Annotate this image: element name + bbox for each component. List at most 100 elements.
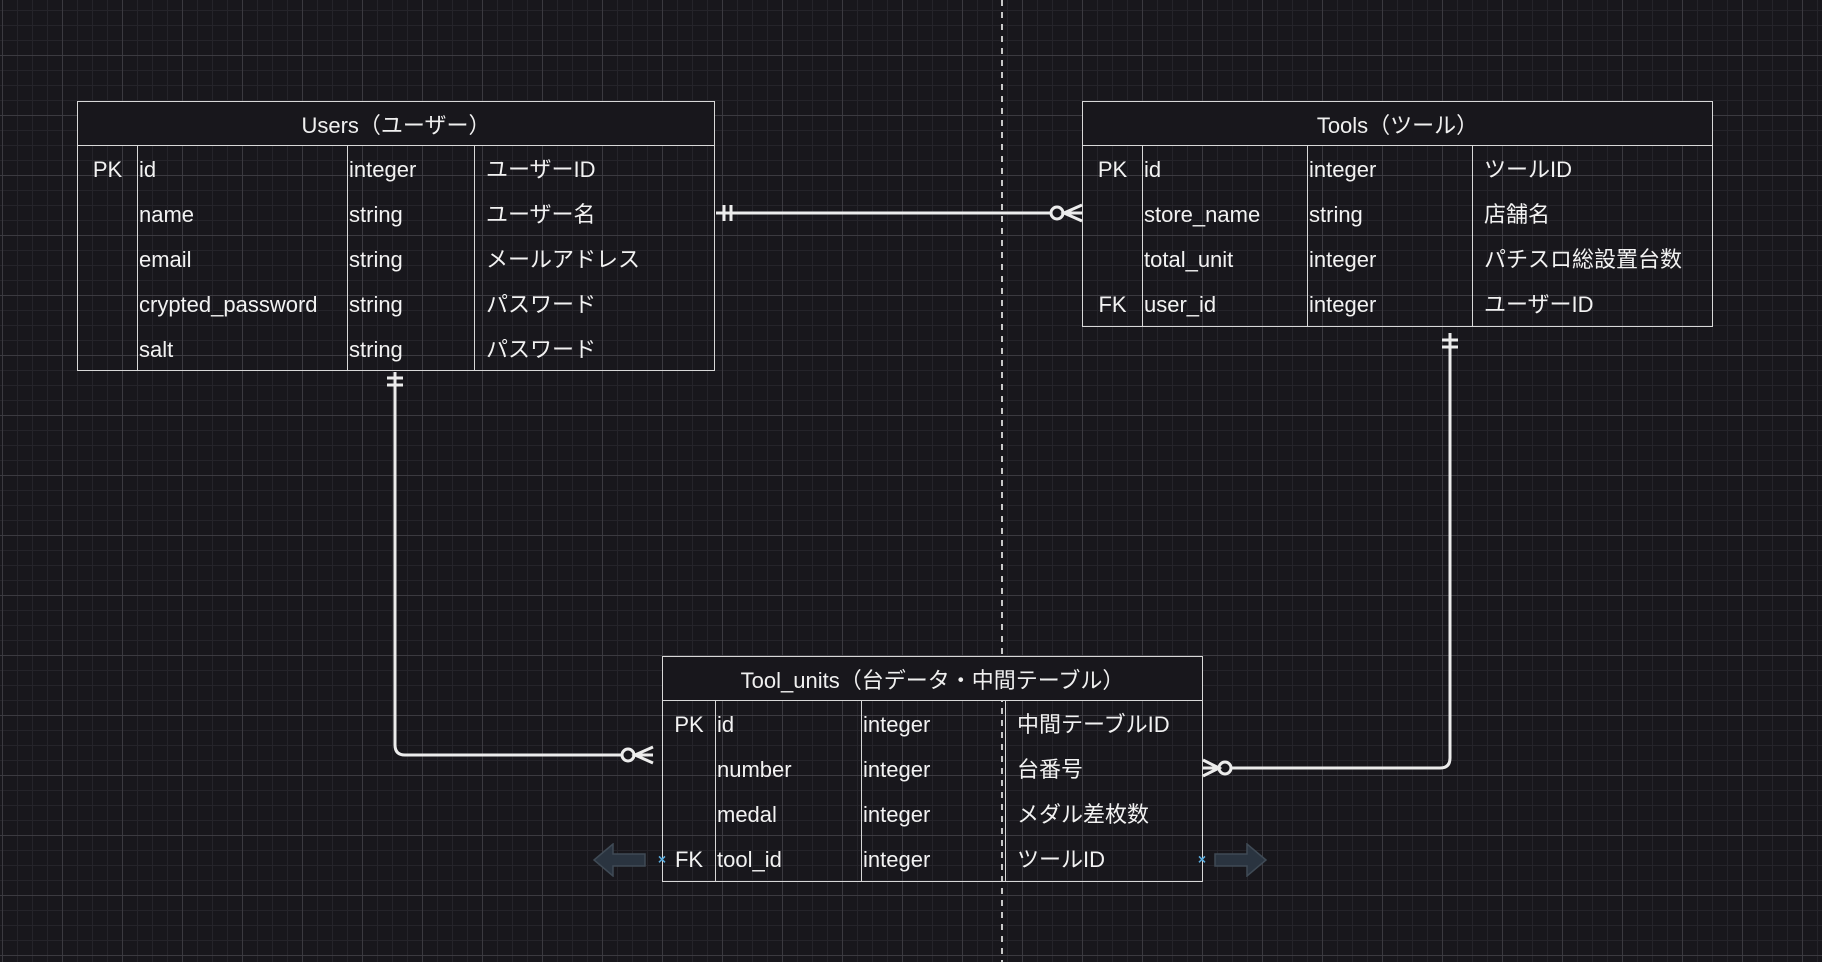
- arrow-left-icon[interactable]: [593, 843, 647, 877]
- entity-tool-units[interactable]: Tool_units（台データ・中間テーブル） PK id integer 中間テーブ…: [662, 656, 1203, 882]
- field-desc: ツールID: [1484, 157, 1573, 182]
- column-divider: [1142, 146, 1143, 326]
- field-desc: パスワード: [486, 292, 597, 317]
- table-row[interactable]: medal integer メダル差枚数: [663, 792, 1202, 837]
- crows-foot-many: [1060, 203, 1083, 223]
- field-desc: ユーザーID: [1484, 292, 1594, 317]
- field-name: user_id: [1144, 292, 1217, 317]
- field-desc: メダル差枚数: [1017, 802, 1150, 827]
- field-type: integer: [1309, 247, 1377, 272]
- field-desc: ユーザーID: [486, 157, 596, 182]
- field-key: PK: [92, 157, 123, 182]
- field-type: string: [349, 202, 403, 227]
- field-name: salt: [139, 337, 174, 362]
- field-key: FK: [1098, 292, 1127, 317]
- zero-optional-circle: [620, 747, 636, 763]
- table-row[interactable]: crypted_password string パスワード: [78, 282, 714, 327]
- field-name: id: [1144, 157, 1162, 182]
- field-name: id: [139, 157, 157, 182]
- table-row[interactable]: salt string パスワード: [78, 327, 714, 372]
- field-desc: パチスロ総設置台数: [1484, 247, 1683, 272]
- entity-users[interactable]: Users（ユーザー） PK id integer ユーザーID name string ユ…: [77, 101, 715, 371]
- table-row[interactable]: FK user_id integer ユーザーID: [1083, 282, 1712, 327]
- column-divider: [137, 146, 138, 370]
- x-marker-icon[interactable]: ×: [657, 851, 667, 867]
- field-type: integer: [863, 802, 931, 827]
- field-desc: 中間テーブルID: [1017, 712, 1170, 737]
- entity-users-body: PK id integer ユーザーID name string ユーザー名 email str…: [78, 146, 714, 370]
- field-name: name: [139, 202, 195, 227]
- field-desc: 店舗名: [1484, 202, 1551, 227]
- field-name: id: [717, 712, 735, 737]
- crows-foot-many: [631, 745, 654, 765]
- field-key: [663, 792, 715, 837]
- field-type: integer: [863, 757, 931, 782]
- field-key: [78, 192, 137, 237]
- crows-foot-many: [1202, 758, 1223, 778]
- field-type: integer: [863, 712, 931, 737]
- column-divider: [1472, 146, 1473, 326]
- field-name: medal: [717, 802, 777, 827]
- entity-tools-title: Tools（ツール）: [1083, 102, 1712, 146]
- column-divider: [474, 146, 475, 370]
- column-divider: [1005, 701, 1006, 881]
- field-key: [78, 282, 137, 327]
- column-divider: [861, 701, 862, 881]
- entity-tool-units-title: Tool_units（台データ・中間テーブル）: [663, 657, 1202, 701]
- connector-line: [393, 372, 622, 757]
- table-row[interactable]: name string ユーザー名: [78, 192, 714, 237]
- field-desc: ユーザー名: [486, 202, 596, 227]
- entity-tools-body: PK id integer ツールID store_name string 店舗名 total…: [1083, 146, 1712, 326]
- field-key: [663, 747, 715, 792]
- field-type: string: [349, 337, 403, 362]
- field-key: [1083, 237, 1142, 282]
- table-row[interactable]: PK id integer ツールID: [1083, 147, 1712, 192]
- field-name: email: [139, 247, 192, 272]
- field-desc: メールアドレス: [486, 247, 641, 272]
- field-key: PK: [1097, 157, 1128, 182]
- entity-tool-units-body: PK id integer 中間テーブルID number integer 台番号 medal…: [663, 701, 1202, 881]
- field-type: integer: [1309, 157, 1377, 182]
- page-divider-dashed: [1001, 0, 1003, 962]
- relationship-tools-tool-units[interactable]: [1202, 333, 1458, 778]
- arrow-right-icon[interactable]: [1213, 843, 1267, 877]
- table-row[interactable]: email string メールアドレス: [78, 237, 714, 282]
- field-name: number: [717, 757, 792, 782]
- table-row[interactable]: number integer 台番号: [663, 747, 1202, 792]
- zero-optional-circle: [1217, 760, 1233, 776]
- x-marker-icon[interactable]: ×: [1197, 851, 1207, 867]
- relationship-users-tools[interactable]: [716, 203, 1083, 223]
- field-type: string: [349, 292, 403, 317]
- field-key: PK: [674, 712, 704, 737]
- field-type: integer: [1309, 292, 1377, 317]
- entity-users-title: Users（ユーザー）: [78, 102, 714, 146]
- relationship-users-tool-units[interactable]: [387, 372, 654, 765]
- field-name: tool_id: [717, 847, 782, 872]
- column-divider: [715, 701, 716, 881]
- zero-optional-circle: [1049, 205, 1065, 221]
- table-row[interactable]: PK id integer 中間テーブルID: [663, 702, 1202, 747]
- table-row[interactable]: PK id integer ユーザーID: [78, 147, 714, 192]
- field-desc: 台番号: [1017, 757, 1084, 782]
- field-key: [78, 237, 137, 282]
- field-key: [78, 327, 137, 372]
- table-row[interactable]: total_unit integer パチスロ総設置台数: [1083, 237, 1712, 282]
- field-name: store_name: [1144, 202, 1261, 227]
- field-name: crypted_password: [139, 292, 318, 317]
- column-divider: [347, 146, 348, 370]
- connector-line: [1231, 333, 1452, 770]
- field-key: [1083, 192, 1142, 237]
- field-type: integer: [349, 157, 417, 182]
- field-name: total_unit: [1144, 247, 1234, 272]
- field-type: integer: [863, 847, 931, 872]
- field-key: FK: [674, 847, 704, 872]
- table-row[interactable]: store_name string 店舗名: [1083, 192, 1712, 237]
- field-type: string: [349, 247, 403, 272]
- field-type: string: [1309, 202, 1363, 227]
- column-divider: [1307, 146, 1308, 326]
- field-desc: ツールID: [1017, 847, 1106, 872]
- field-desc: パスワード: [486, 337, 597, 362]
- table-row[interactable]: FK tool_id integer ツールID: [663, 837, 1202, 882]
- entity-tools[interactable]: Tools（ツール） PK id integer ツールID store_name str…: [1082, 101, 1713, 327]
